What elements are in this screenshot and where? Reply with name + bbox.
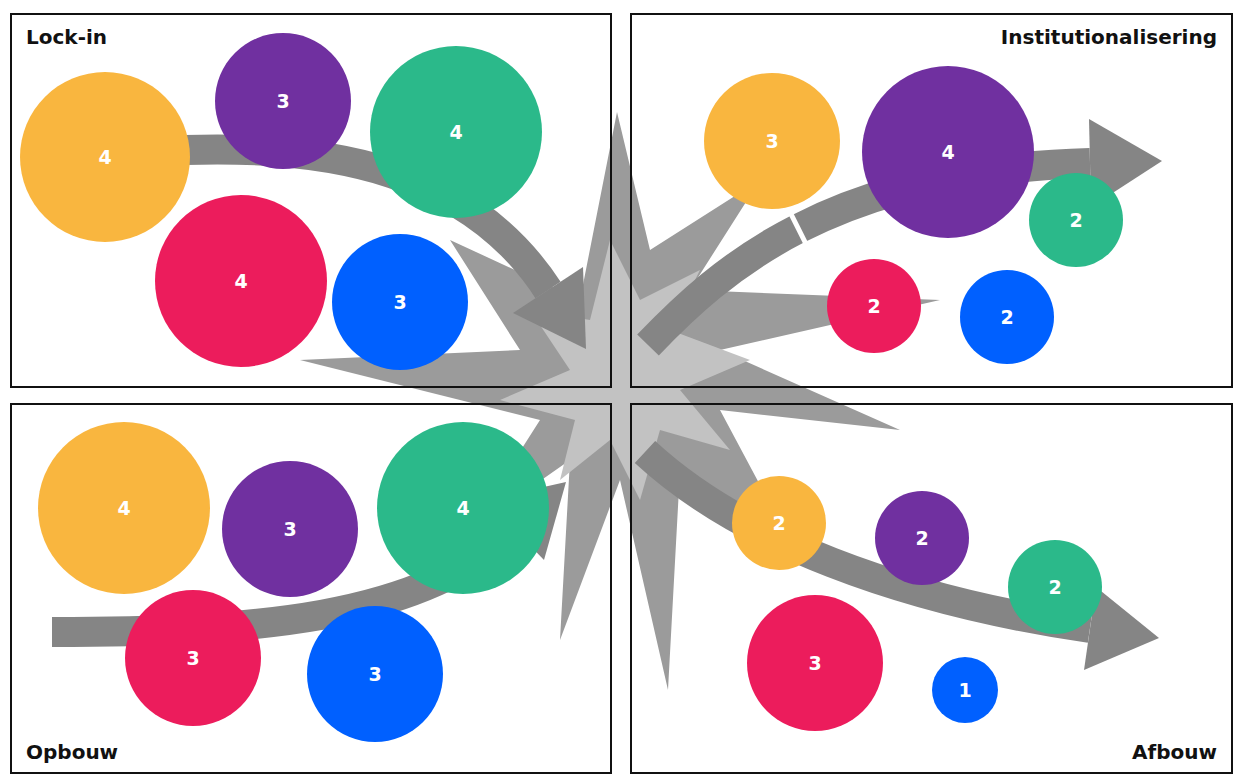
score-number: 4 [449,123,462,142]
score-number: 3 [276,92,289,111]
arrow-head [513,267,586,349]
score-number: 3 [808,654,821,673]
score-circle: 2 [960,270,1054,364]
score-number: 3 [393,293,406,312]
score-circle: 2 [827,259,921,353]
score-circle: 2 [875,491,969,585]
score-circle: 3 [125,590,261,726]
score-circle: 2 [1029,173,1123,267]
score-number: 2 [867,297,880,316]
score-number: 3 [186,649,199,668]
score-circle: 1 [932,657,998,723]
score-number: 3 [283,520,296,539]
score-number: 4 [98,148,111,167]
score-number: 3 [368,665,381,684]
score-circle: 3 [747,595,883,731]
phase-title: Opbouw [26,740,118,764]
score-circle: 4 [862,66,1034,238]
score-number: 2 [1000,308,1013,327]
phase-title: Afbouw [1132,740,1217,764]
score-number: 3 [765,132,778,151]
phase-box: Opbouw 4 3 4 3 3 [10,403,612,774]
score-circle: 4 [377,422,549,594]
score-circle: 3 [307,606,443,742]
score-circle: 2 [732,476,826,570]
score-number: 4 [117,499,130,518]
score-circle: 2 [1008,540,1102,634]
score-number: 1 [958,681,971,700]
score-circle: 4 [20,72,190,242]
score-number: 2 [772,514,785,533]
arrow-gap [789,210,807,246]
score-number: 2 [1048,578,1061,597]
phase-box: Lock-in 4 3 4 4 3 [10,13,612,388]
score-circle: 3 [222,461,358,597]
phase-title: Institutionalisering [1001,25,1217,49]
score-circle: 4 [38,422,210,594]
score-circle: 3 [215,33,351,169]
score-circle: 3 [332,234,468,370]
score-circle: 3 [704,73,840,209]
score-circle: 4 [155,195,327,367]
arrow-heads [486,119,1162,670]
score-number: 2 [915,529,928,548]
phase-box: Institutionalisering 3 4 2 2 2 [630,13,1233,388]
phase-box: Afbouw 2 2 2 3 1 [630,403,1233,774]
score-circle: 4 [370,46,542,218]
score-number: 4 [456,499,469,518]
phase-title: Lock-in [26,25,107,49]
score-number: 4 [234,272,247,291]
score-number: 2 [1069,211,1082,230]
score-number: 4 [941,143,954,162]
